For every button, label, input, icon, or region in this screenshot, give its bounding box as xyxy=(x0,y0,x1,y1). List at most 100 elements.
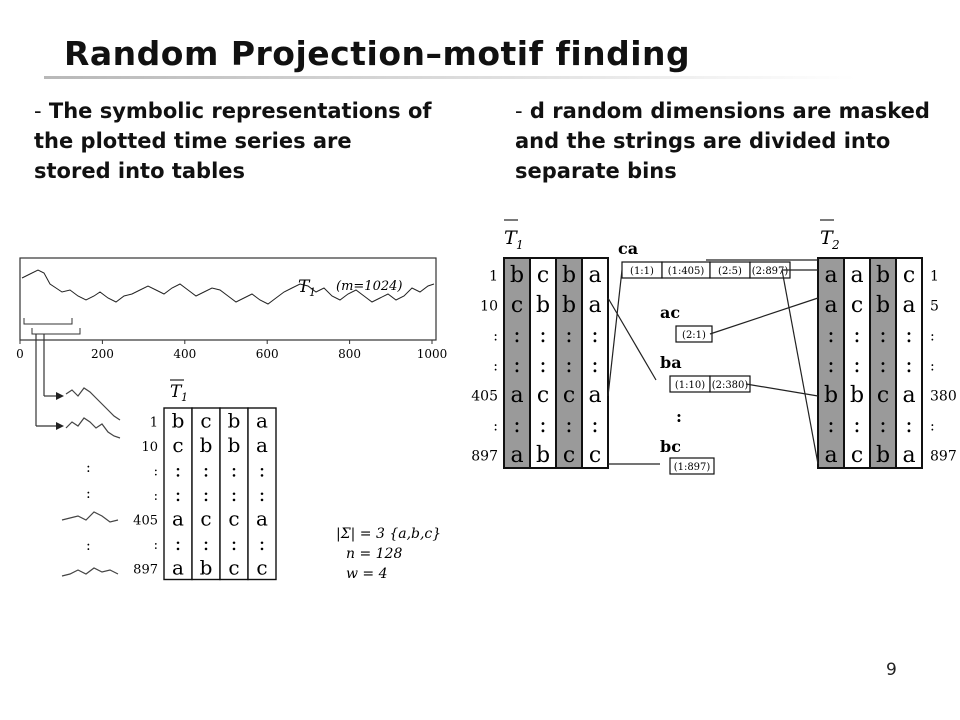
table-column xyxy=(895,257,923,469)
table-cell: : xyxy=(539,413,546,438)
table-cell: b xyxy=(172,409,185,433)
table-cell: c xyxy=(511,293,523,318)
bin-key: bc xyxy=(660,437,681,456)
table-column xyxy=(529,257,557,469)
row-label: : xyxy=(493,419,498,435)
table-cell: : xyxy=(879,413,886,438)
table-cell: : xyxy=(879,323,886,348)
table-cell: : xyxy=(175,482,182,506)
table-cell: : xyxy=(203,482,210,506)
table-cell: : xyxy=(513,323,520,348)
t2-label: T xyxy=(820,227,834,249)
table-cell: : xyxy=(853,323,860,348)
bins: ca(1:1)(1:405)(2:5)(2:897)ac(2:1)ba(1:10… xyxy=(618,239,791,475)
table-cell: : xyxy=(853,413,860,438)
table-cell: a xyxy=(824,293,837,318)
ellipsis-dots: : xyxy=(86,538,91,554)
slide-title: Random Projection–motif finding xyxy=(64,34,691,73)
bin-key: ca xyxy=(618,239,638,258)
row-label: : xyxy=(930,359,935,375)
table-cell: a xyxy=(588,383,601,408)
bin-cell xyxy=(709,375,751,393)
table-cell: : xyxy=(591,353,598,378)
table-cell: b xyxy=(876,263,890,288)
bin-key: ba xyxy=(660,353,682,372)
table-cell: : xyxy=(231,531,238,555)
table-cell: a xyxy=(824,263,837,288)
series-m-label: (m=1024) xyxy=(336,279,402,294)
table-cell: : xyxy=(203,531,210,555)
row-label: : xyxy=(930,419,935,435)
table-cell: : xyxy=(827,413,834,438)
table-cell: : xyxy=(905,413,912,438)
connector-line xyxy=(607,269,623,397)
series-label-sub: 1 xyxy=(309,286,316,299)
table-cell: : xyxy=(905,323,912,348)
table-cell: c xyxy=(172,433,183,457)
table-cell: : xyxy=(565,323,572,348)
subsequence-snippet xyxy=(65,387,121,421)
time-series-line xyxy=(21,269,435,305)
param-n: n = 128 xyxy=(346,546,402,562)
connector-line xyxy=(781,269,819,465)
table-cell: : xyxy=(591,323,598,348)
table-cell: b xyxy=(850,383,864,408)
row-label: 380 xyxy=(930,389,956,405)
table-cell: : xyxy=(259,482,266,506)
row-label: : xyxy=(154,489,158,504)
bin-cell xyxy=(669,457,715,475)
ellipsis-dots: : xyxy=(86,486,91,502)
table-cell: a xyxy=(510,383,523,408)
table-cell: a xyxy=(256,507,268,531)
ellipsis-dots: : xyxy=(86,460,91,476)
row-label: : xyxy=(493,359,498,375)
row-label: 10 xyxy=(480,299,498,315)
table-cell: c xyxy=(256,556,267,580)
t2-label-sub: 2 xyxy=(831,238,840,252)
bin-cell-text: (1:405) xyxy=(668,266,705,277)
row-label: 1 xyxy=(489,269,498,285)
table-cell: c xyxy=(228,507,239,531)
x-tick-label: 1000 xyxy=(417,347,448,361)
table-column xyxy=(219,407,249,581)
table-cell: : xyxy=(565,413,572,438)
bin-cell-text: (2:1) xyxy=(682,330,706,341)
table-cell: b xyxy=(876,443,890,468)
table-cell: c xyxy=(851,293,863,318)
arrow-head xyxy=(56,392,64,400)
series-label: T xyxy=(298,277,311,297)
table-column xyxy=(247,407,277,581)
table-cell: c xyxy=(200,507,211,531)
table-cell: a xyxy=(588,293,601,318)
table-cell: : xyxy=(539,323,546,348)
table-cell: a xyxy=(256,409,268,433)
table-cell: b xyxy=(228,409,241,433)
table-cell: b xyxy=(536,293,550,318)
table-cell: : xyxy=(827,353,834,378)
page-number: 9 xyxy=(886,660,897,680)
table-cell: a xyxy=(850,263,863,288)
connector-line xyxy=(709,297,819,335)
subsequence-snippet xyxy=(65,417,121,439)
table-cell: b xyxy=(562,263,576,288)
table-cell: b xyxy=(536,443,550,468)
bin-cell-text: (1:897) xyxy=(674,462,711,473)
table-cell: c xyxy=(903,263,915,288)
table-column xyxy=(817,257,845,469)
table-column xyxy=(191,407,221,581)
t1-label-sub: 1 xyxy=(516,238,524,252)
subsequence-snippet xyxy=(61,511,119,523)
bin-connections xyxy=(607,259,819,465)
table-cell: b xyxy=(200,556,213,580)
row-label: : xyxy=(930,329,935,345)
table-cell: a xyxy=(824,443,837,468)
bin-cell-text: (1:1) xyxy=(630,266,654,277)
table-label-sub: 1 xyxy=(181,391,188,404)
table-cell: c xyxy=(589,443,601,468)
connector-line xyxy=(607,297,657,381)
x-tick-label: 200 xyxy=(91,347,114,361)
bullet-left: - The symbolic representations of the pl… xyxy=(34,96,434,186)
bin-cell-text: (2:897) xyxy=(752,266,789,277)
